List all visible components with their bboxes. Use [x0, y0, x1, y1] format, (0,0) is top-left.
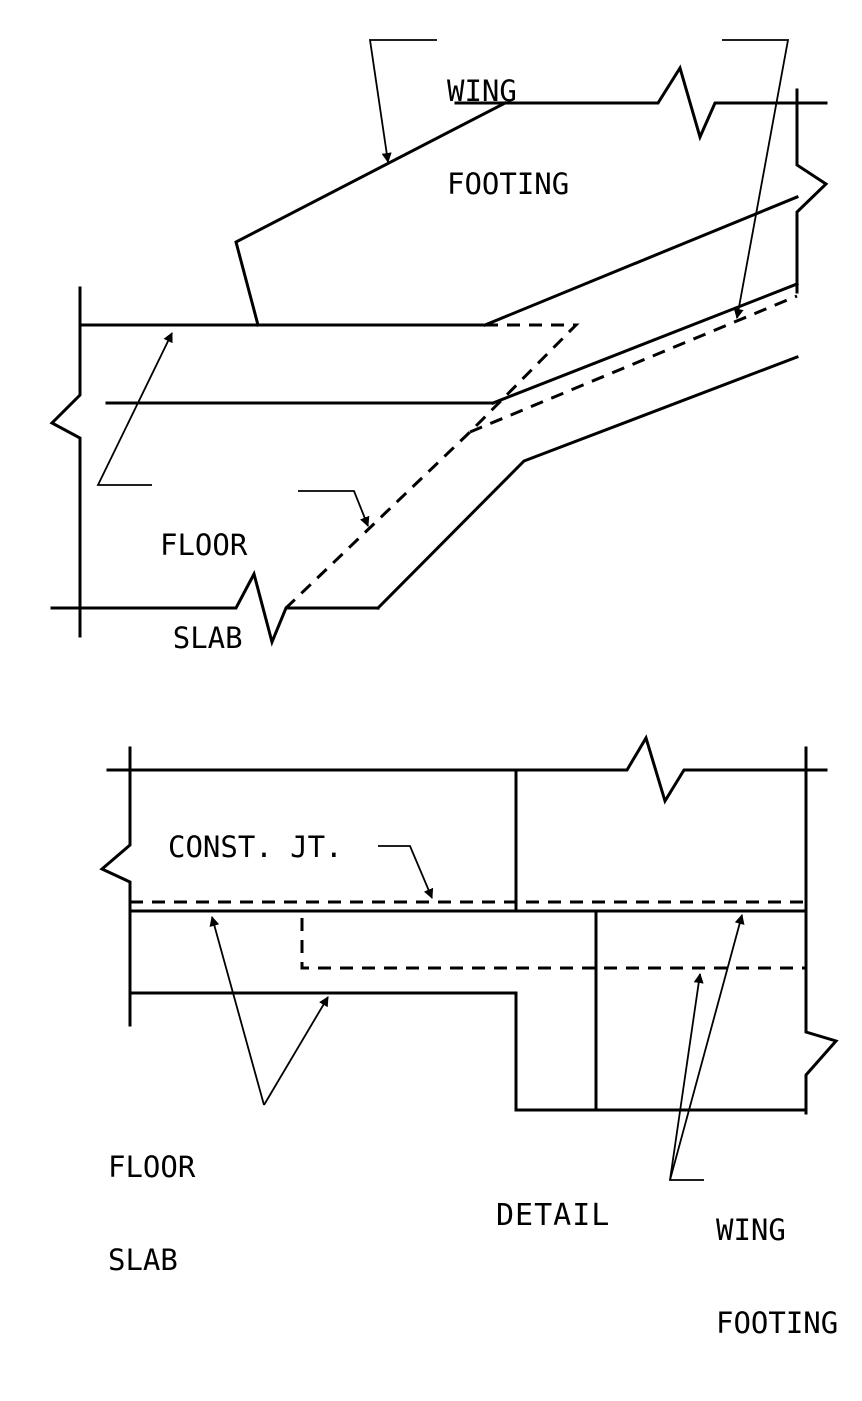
upper-wing-footing-label: WING FOOTING — [447, 14, 569, 262]
lower-floor-slab-line1: FLOOR — [108, 1150, 196, 1184]
leader-wing-footing-left — [368, 39, 437, 163]
floor-slab-bottom-step — [128, 991, 808, 1112]
upper-floor-slab-line2: SLAB — [172, 621, 243, 655]
upper-wing-footing-line2: FOOTING — [447, 167, 570, 201]
lower-left-break-line — [99, 746, 132, 1027]
lower-leaders — [209, 845, 745, 1181]
lower-floor-slab-label: FLOOR SLAB — [108, 1090, 195, 1338]
detail-caption: DETAIL — [496, 1198, 611, 1233]
detail-drawing — [49, 39, 839, 1181]
slab-sloped-top-edge — [483, 195, 799, 327]
hidden-line-footing-step — [300, 918, 806, 970]
upper-floor-slab-line1: FLOOR — [160, 528, 248, 562]
hidden-lines-lower — [130, 900, 806, 970]
lower-view — [99, 734, 839, 1115]
leader-const-jt — [378, 845, 434, 899]
upper-top-break-line — [454, 64, 828, 142]
upper-leaders — [96, 39, 790, 527]
lower-wing-footing-label: WING FOOTING — [716, 1153, 862, 1401]
upper-floor-slab-label: FLOOR SLAB — [160, 468, 247, 716]
upper-bottom-break-line — [50, 569, 380, 647]
leader-wing-footing-right — [722, 39, 790, 319]
leader-floor-slab-left — [96, 332, 173, 486]
wing-bottom-outline — [375, 355, 799, 611]
lower-floor-slab-line2: SLAB — [108, 1243, 178, 1277]
lower-wing-footing-line1: WING — [716, 1213, 786, 1247]
const-jt-label: CONST. JT. — [168, 830, 343, 864]
leader-floor-slab-right — [298, 490, 370, 527]
leader-floor-slab-a — [209, 916, 265, 1106]
wing-footing-outline — [234, 100, 508, 327]
hidden-lines-upper — [284, 294, 798, 610]
upper-wing-footing-line1: WING — [447, 74, 517, 108]
lower-top-break-line — [106, 734, 828, 805]
slab-sloped-lower-edge — [491, 282, 799, 405]
upper-left-break-line — [49, 286, 82, 638]
leader-wing-footing-b — [669, 914, 745, 1181]
upper-right-break-line — [795, 88, 829, 294]
lower-wing-footing-line2: FOOTING — [716, 1306, 839, 1340]
hidden-line-footing-edge — [469, 294, 798, 434]
hidden-line-joint — [284, 323, 580, 610]
lower-right-break-line — [804, 746, 839, 1115]
leader-floor-slab-b — [263, 996, 329, 1106]
drawing-sheet: WING FOOTING FLOOR SLAB CONST. JT. FLOOR… — [49, 14, 839, 1339]
